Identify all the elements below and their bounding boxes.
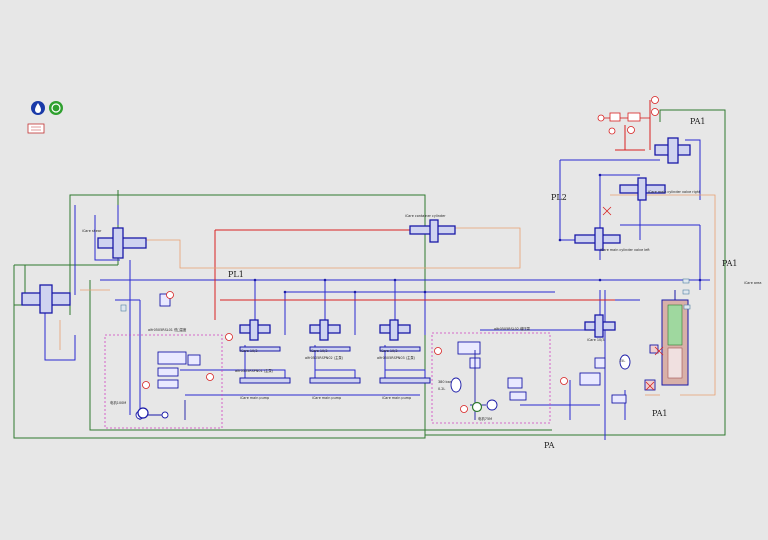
pressure-gauges (142, 291, 568, 413)
label-pa1-bottom: PA1 (652, 409, 668, 418)
label-main-pump-2: iCare main pump (312, 396, 341, 400)
label-valve-3: iCare 10/3 (380, 349, 398, 353)
label-pa: PA (544, 441, 555, 450)
gauge-icon (206, 373, 214, 381)
relief-valves (602, 206, 664, 391)
label-area: iCare area (744, 281, 761, 285)
label-pump-group-1: alfr0505RSPN01 (主泵) (235, 368, 274, 373)
pump-blocks (239, 346, 431, 384)
label-main-cyl-right: iCare main cylinder valve right (648, 190, 701, 194)
label-pressure-1: 380 bar (438, 380, 452, 384)
gauge-icon (434, 347, 442, 355)
label-motor-1: 电机100M (110, 400, 126, 405)
label-container-cylinder: iCare container cylinder (405, 214, 446, 218)
label-pump-group-3: alfr0505RSPN03 (主泵) (377, 355, 416, 360)
label-main-pump-3: iCare main pump (382, 396, 411, 400)
dashed-subsystem-boxes (104, 332, 551, 429)
label-main-cyl-left: iCare main cylinder valve left (600, 248, 650, 252)
label-station-1: alfr0505RSL01 低 温度 (148, 327, 187, 332)
green-return-lines (13, 109, 726, 439)
left-station-components (135, 293, 201, 420)
label-pl1: PL1 (228, 270, 244, 279)
label-pump-group-2: alfr0505RSPN02 (主泵) (305, 355, 344, 360)
gauge-icon (166, 291, 174, 299)
right-valve-group (579, 344, 659, 404)
label-pl2: PL2 (551, 193, 567, 202)
gauge-icon (560, 377, 568, 385)
junction-dots (253, 173, 702, 294)
motor-icon (137, 407, 149, 419)
red-lines (214, 100, 651, 320)
label-accum: 15L (619, 359, 625, 363)
label-shear: iCare shear (82, 229, 102, 233)
main-cylinder[interactable] (661, 290, 689, 386)
gauge-icon (142, 381, 150, 389)
recycle-icon[interactable] (49, 101, 63, 115)
pump-block-2[interactable] (309, 377, 361, 384)
note-icon[interactable] (27, 123, 45, 134)
label-pa1-right: PA1 (722, 259, 738, 268)
instrument-group (597, 96, 659, 135)
gauge-icon (225, 333, 233, 341)
label-valve-2: iCare 10/3 (310, 349, 328, 353)
label-main-pump-1: iCare main pump (240, 396, 269, 400)
blue-pressure-lines (44, 139, 710, 440)
motors (471, 401, 483, 413)
label-station-2: alfr0505RSL02 增压泵 (494, 326, 531, 331)
gauge-icon (460, 405, 468, 413)
pump-block-1[interactable] (239, 377, 291, 384)
manifold-blocks (21, 137, 691, 341)
label-valve-1: iCare 10/3 (240, 349, 258, 353)
orange-lines (59, 194, 716, 396)
check-valves (120, 278, 691, 312)
pump-station-box-left (104, 334, 223, 429)
motor-left (137, 407, 149, 419)
label-pressure-2: 0.2L (438, 387, 445, 391)
water-drop-icon[interactable] (31, 101, 45, 115)
pump-block-3[interactable] (379, 377, 431, 384)
motor-icon (471, 401, 483, 413)
label-pa1-top: PA1 (690, 117, 706, 126)
label-motor-2: 电机75M (478, 416, 492, 421)
right-station-components (450, 341, 527, 420)
label-valve-4: iCare 10/3 (587, 338, 605, 342)
